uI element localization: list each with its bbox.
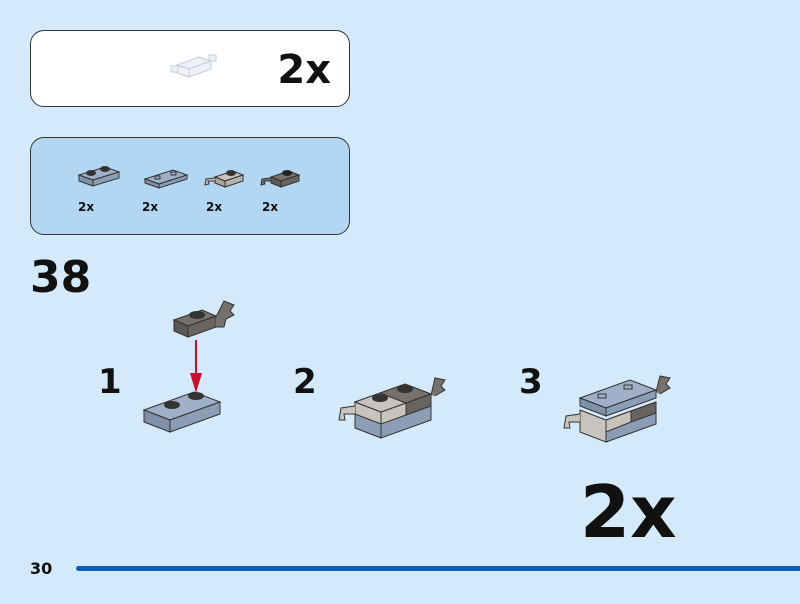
arrow-head-icon: [190, 373, 202, 393]
transparent-clip-brick-icon: [170, 54, 217, 78]
footer-line: [76, 566, 800, 571]
page-number: 30: [30, 559, 53, 578]
result-quantity: 2x: [580, 470, 677, 554]
part-quantity: 2x: [206, 200, 223, 214]
substep-1-illustration: [142, 300, 235, 433]
substep-number: 2: [293, 362, 317, 402]
dark-gray-clip-plate: [172, 300, 235, 338]
plate-clip-dark-gray-icon: [260, 170, 301, 188]
substep-3-illustration: [563, 375, 671, 443]
sand-blue-plate: [142, 391, 222, 433]
step-number: 38: [30, 252, 92, 303]
submodel-callout: 2x: [30, 30, 350, 107]
parts-list: 2x 2x 2x 2x: [30, 137, 350, 235]
part-quantity: 2x: [78, 200, 95, 214]
plate-1x2-sand-blue-icon: [77, 166, 121, 187]
plate-clip-light-gray-icon: [204, 170, 245, 188]
tile-1x2-sand-blue-icon: [143, 169, 189, 189]
submodel-quantity: 2x: [277, 47, 331, 93]
substep-number: 1: [98, 362, 122, 402]
substep-2-illustration: [338, 377, 446, 439]
substep-number: 3: [519, 362, 543, 402]
part-quantity: 2x: [142, 200, 159, 214]
part-quantity: 2x: [262, 200, 279, 214]
